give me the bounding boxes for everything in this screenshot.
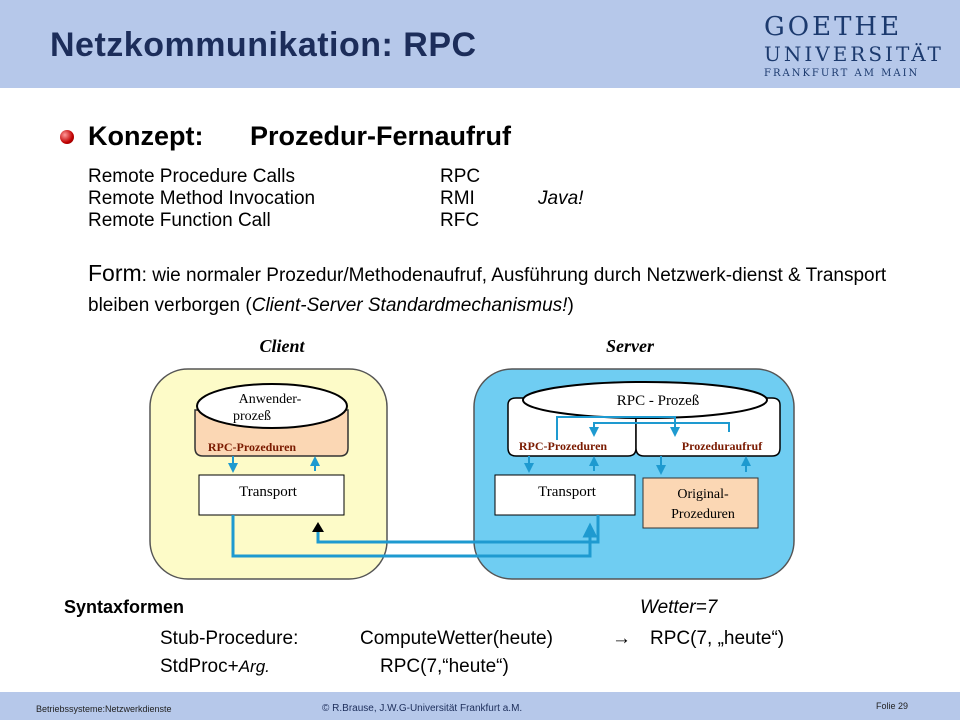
client-process-text: Anwender- (239, 392, 302, 407)
footer-course-a: Betriebssysteme: (36, 704, 106, 714)
slide-footer: Betriebssysteme:Netzwerkdienste © R.Brau… (0, 692, 960, 720)
arrow-icon: → (612, 628, 631, 649)
server-label: Server (606, 336, 655, 356)
remote-call-abbr: RMI (440, 188, 475, 209)
stdproc-label: StdProc+ (160, 656, 239, 677)
form-paragraph: Form: wie normaler Prozedur/Methodenaufr… (88, 258, 908, 321)
footer-copyright: © R.Brause, J.W.G-Universität Frankfurt … (322, 703, 523, 714)
stdproc-rpc: RPC(7,“heute“) (380, 656, 509, 677)
logo-line-frankfurt: FRANKFURT AM MAIN (764, 68, 920, 79)
client-process-ellipse (196, 383, 348, 429)
form-label: Form (88, 260, 142, 286)
footer-slide-number: Folie 29 (876, 701, 909, 711)
footer-course-b: Netzwerkdienste (105, 704, 172, 714)
syntax-example: Wetter=7 (640, 597, 718, 618)
remote-call-note: Java! (538, 188, 584, 209)
client-transport-label: Transport (239, 484, 298, 500)
stub-call: ComputeWetter(heute) (360, 628, 553, 649)
syntax-heading: Syntaxformen (64, 597, 185, 617)
remote-call-name: Remote Method Invocation (88, 188, 316, 209)
server-process-label: RPC - Prozeß (617, 393, 700, 409)
form-text-b: ) (567, 295, 574, 316)
logo-line-universitaet: UNIVERSITÄT (764, 42, 944, 66)
server-call-label: Prozeduraufruf (682, 439, 763, 453)
client-rpc-label: RPC-Prozeduren (208, 440, 297, 454)
footer-course: Betriebssysteme:Netzwerkdienste (36, 704, 172, 714)
stdproc-arg: Arg. (238, 657, 270, 676)
university-logo: GOETHE UNIVERSITÄT FRANKFURT AM MAIN (764, 0, 960, 88)
form-text-a: : wie normaler Prozedur/Methodenaufruf, … (88, 265, 887, 316)
remote-call-abbr: RFC (440, 210, 480, 231)
stdproc-line: StdProc+Arg. (160, 656, 270, 678)
logo-line-goethe: GOETHE (764, 12, 903, 42)
bullet-icon (60, 130, 74, 144)
slide-title: Netzkommunikation: RPC (50, 26, 477, 64)
remote-call-name: Remote Function Call (88, 210, 271, 231)
concept-label: Konzept: (88, 121, 204, 151)
server-transport-box (494, 474, 636, 516)
form-text-italic: Client-Server Standardmechanismus! (251, 295, 568, 316)
client-transport-box (198, 474, 345, 516)
stub-label: Stub-Procedure: (160, 628, 299, 649)
concept-value: Prozedur-Fernaufruf (250, 121, 512, 151)
remote-call-abbr: RPC (440, 166, 481, 187)
slide-header: Netzkommunikation: RPC GOETHE UNIVERSITÄ… (0, 0, 960, 88)
client-label: Client (259, 336, 305, 356)
original-procedures-box (642, 477, 759, 529)
server-rpc-label: RPC-Prozeduren (519, 439, 608, 453)
server-transport-label: Transport (538, 484, 597, 500)
original-label2: Prozeduren (671, 507, 735, 522)
rpc-diagram: Client Server Anwender- prozeß RPC-Proze… (149, 336, 795, 580)
client-process-text2: prozeß (233, 409, 271, 424)
stub-rpc: RPC(7, „heute“) (650, 628, 785, 649)
remote-call-name: Remote Procedure Calls (88, 166, 295, 187)
original-label: Original- (677, 487, 729, 502)
